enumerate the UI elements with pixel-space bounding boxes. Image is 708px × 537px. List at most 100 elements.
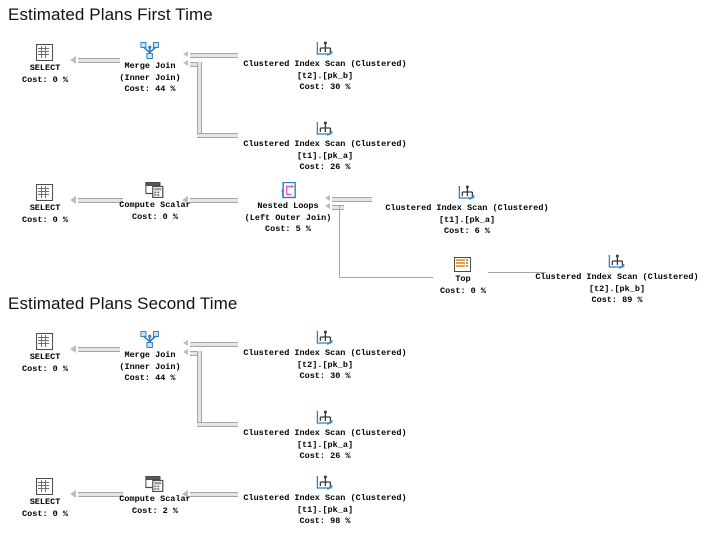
node-label: Compute Scalar	[119, 494, 191, 504]
select-icon	[36, 44, 54, 61]
plan-node-s2-scan-t1-pka-2[interactable]: Clustered Index Scan (Clustered) [t1].[p…	[243, 474, 407, 528]
connector-branch-to-scan-t1	[197, 133, 238, 138]
clustered-index-scan-icon	[315, 120, 334, 137]
arrowhead-mergejoin-bottom	[183, 60, 188, 66]
clustered-index-scan-icon	[457, 184, 476, 201]
plan-node-scan-t2-pkb[interactable]: Clustered Index Scan (Clustered) [t2].[p…	[243, 40, 407, 94]
plan-node-select-2[interactable]: SELECT Cost: 0 %	[22, 184, 68, 226]
node-object: [t2].[pk_b]	[296, 70, 354, 81]
node-label: Clustered Index Scan (Clustered)	[535, 272, 699, 282]
node-object: [t1].[pk_a]	[296, 150, 354, 161]
node-subtitle: (Left Outer Join)	[244, 212, 332, 223]
plan-node-merge-join[interactable]: Merge Join (Inner Join) Cost: 44 %	[119, 42, 181, 96]
connector-s2-mergejoin-top-in	[190, 342, 238, 347]
select-icon	[36, 478, 54, 495]
merge-join-glyph	[140, 42, 159, 59]
node-label: SELECT	[29, 63, 61, 73]
plan-node-scan-t2-pkb-2[interactable]: Clustered Index Scan (Clustered) [t2].[p…	[535, 253, 699, 307]
plan-node-nested-loops[interactable]: Nested Loops (Left Outer Join) Cost: 5 %	[244, 181, 332, 236]
plan-node-top[interactable]: Top Cost: 0 %	[440, 257, 486, 297]
node-label: SELECT	[29, 352, 61, 362]
node-cost: Cost: 6 %	[444, 226, 490, 236]
node-cost: Cost: 2 %	[132, 505, 178, 516]
clustered-index-scan-icon	[607, 253, 626, 270]
select-icon	[36, 333, 54, 350]
plan-node-s2-select[interactable]: SELECT Cost: 0 %	[22, 333, 68, 375]
node-label: Clustered Index Scan (Clustered)	[243, 139, 407, 149]
node-subtitle: (Inner Join)	[119, 72, 181, 83]
connector-vertical-branch-2	[339, 205, 340, 277]
compute-scalar-glyph	[145, 181, 164, 199]
clustered-index-scan-icon	[315, 409, 334, 426]
arrowhead-s2-compute	[182, 490, 188, 498]
connector-compute-nestedloops	[190, 198, 238, 203]
compute-scalar-icon	[145, 475, 164, 493]
plan-node-s2-scan-t1-pka[interactable]: Clustered Index Scan (Clustered) [t1].[p…	[243, 409, 407, 463]
arrowhead-compute	[182, 196, 188, 204]
connector-branch-to-top	[339, 277, 433, 278]
section-title-first: Estimated Plans First Time	[8, 5, 213, 24]
merge-join-icon	[140, 42, 160, 59]
top-icon	[454, 257, 472, 272]
plan-node-select[interactable]: SELECT Cost: 0 %	[22, 44, 68, 86]
arrowhead-nestedloops-outer	[325, 195, 330, 201]
connector-s2-compute-scan	[190, 492, 238, 497]
plan-node-compute-scalar[interactable]: Compute Scalar Cost: 0 %	[119, 181, 191, 223]
connector-s2-mergejoin-bottom-in	[190, 351, 202, 356]
clustered-index-scan-icon	[315, 474, 334, 491]
node-cost: Cost: 0 %	[22, 363, 68, 374]
plan-node-s2-compute-scalar[interactable]: Compute Scalar Cost: 2 %	[119, 475, 191, 517]
node-object: [t1].[pk_a]	[296, 439, 354, 450]
compute-scalar-icon	[145, 181, 164, 199]
arrowhead-s2-mergejoin-top	[183, 340, 188, 346]
arrowhead-mergejoin-top	[183, 51, 188, 57]
node-label: Nested Loops	[257, 201, 319, 211]
node-cost: Cost: 44 %	[124, 373, 176, 383]
merge-join-icon	[140, 331, 160, 348]
node-object: [t2].[pk_b]	[588, 283, 646, 294]
node-cost: Cost: 0 %	[22, 74, 68, 85]
plan-node-s2-merge-join[interactable]: Merge Join (Inner Join) Cost: 44 %	[119, 331, 181, 385]
plan-node-scan-t1-pka-2[interactable]: Clustered Index Scan (Clustered) [t1].[p…	[385, 184, 549, 238]
node-label: Merge Join	[124, 61, 176, 71]
node-cost: Cost: 98 %	[299, 516, 351, 526]
clustered-index-scan-glyph	[316, 410, 333, 426]
node-cost: Cost: 30 %	[299, 82, 351, 92]
node-object: [t2].[pk_b]	[296, 359, 354, 370]
connector-mergejoin-bottom-in	[190, 62, 202, 67]
node-object: [t1].[pk_a]	[296, 504, 354, 515]
plan-node-s2-scan-t2-pkb[interactable]: Clustered Index Scan (Clustered) [t2].[p…	[243, 329, 407, 383]
node-label: Merge Join	[124, 350, 176, 360]
connector-s2-select2-compute	[78, 492, 123, 497]
node-cost: Cost: 0 %	[440, 285, 486, 296]
node-label: Clustered Index Scan (Clustered)	[243, 59, 407, 69]
connector-s2-select-mergejoin	[78, 347, 120, 352]
arrowhead-select	[70, 56, 76, 64]
node-label: Clustered Index Scan (Clustered)	[243, 493, 407, 503]
node-label: Clustered Index Scan (Clustered)	[243, 428, 407, 438]
node-label: Clustered Index Scan (Clustered)	[385, 203, 549, 213]
node-object: [t1].[pk_a]	[438, 214, 496, 225]
node-cost: Cost: 26 %	[299, 451, 351, 461]
clustered-index-scan-glyph	[316, 41, 333, 57]
nested-loops-icon	[280, 181, 297, 199]
arrowhead-nestedloops-inner	[325, 203, 330, 209]
section-title-second: Estimated Plans Second Time	[8, 294, 238, 313]
node-cost: Cost: 44 %	[124, 84, 176, 94]
clustered-index-scan-glyph	[316, 475, 333, 491]
node-label: SELECT	[29, 203, 61, 213]
clustered-index-scan-glyph	[458, 185, 475, 201]
plan-node-scan-t1-pka[interactable]: Clustered Index Scan (Clustered) [t1].[p…	[243, 120, 407, 174]
connector-s2-branch-to-scan-t1	[197, 422, 238, 427]
node-cost: Cost: 89 %	[591, 295, 643, 305]
node-cost: Cost: 0 %	[22, 214, 68, 225]
node-cost: Cost: 26 %	[299, 162, 351, 172]
connector-select-mergejoin	[78, 58, 120, 63]
plan-node-s2-select-2[interactable]: SELECT Cost: 0 %	[22, 478, 68, 520]
clustered-index-scan-glyph	[608, 254, 625, 270]
connector-top-scan	[488, 272, 546, 273]
node-cost: Cost: 30 %	[299, 371, 351, 381]
connector-vertical-branch-1	[197, 62, 202, 138]
node-cost: Cost: 0 %	[22, 508, 68, 519]
